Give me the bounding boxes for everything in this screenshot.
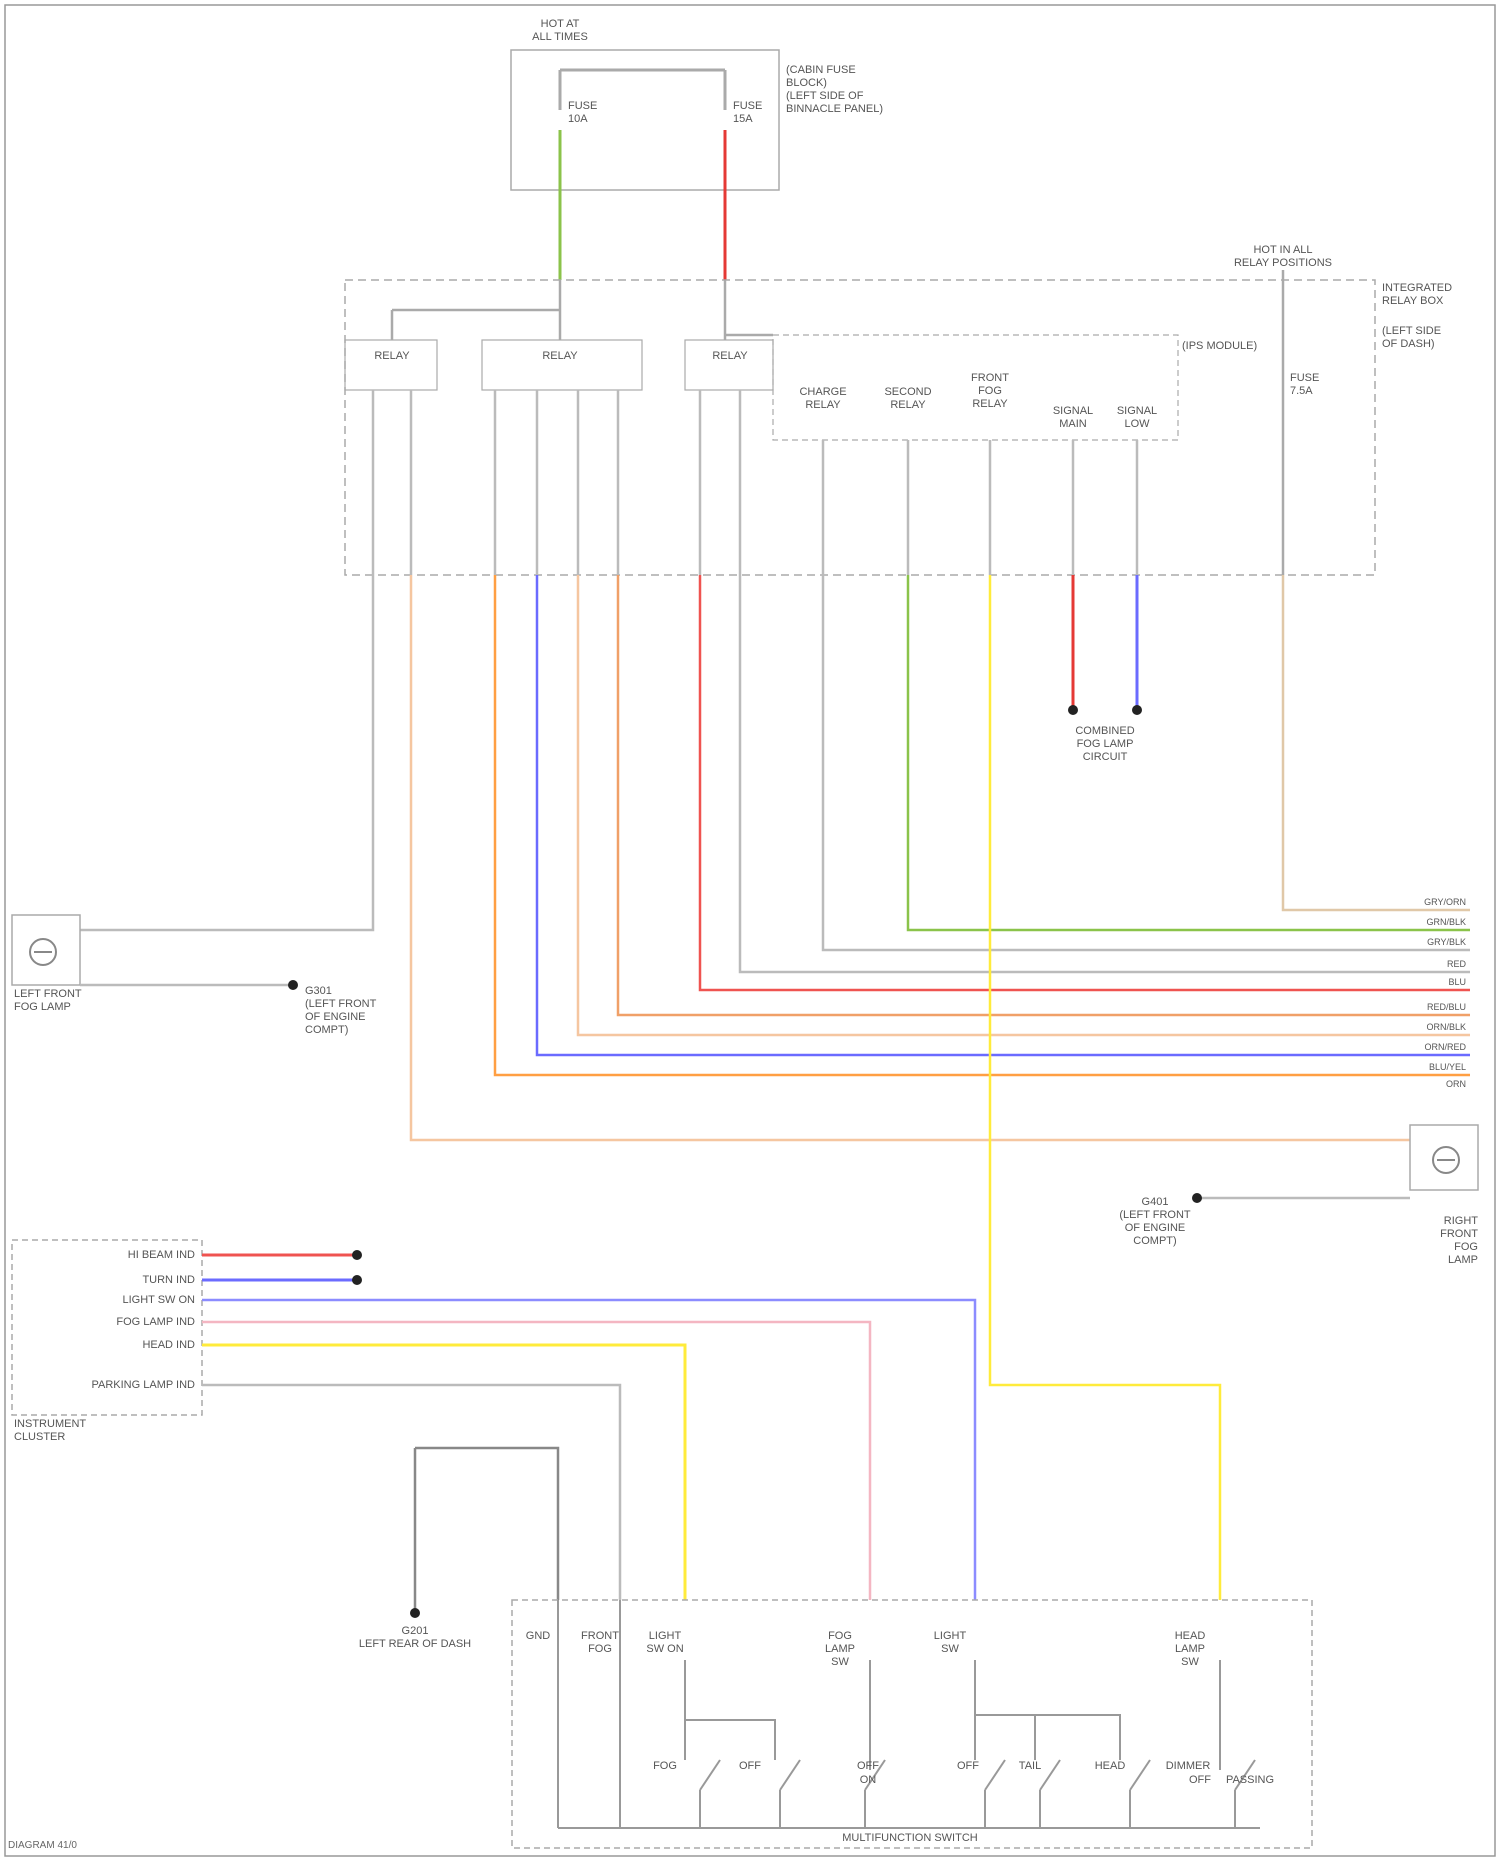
module-desc: (LEFT SIDE OF DASH) xyxy=(1382,325,1441,351)
cluster-input-1: TURN IND xyxy=(142,1274,195,1287)
right-fog-lamp-box xyxy=(1410,1125,1478,1190)
switch-pos-4: OFF xyxy=(957,1760,979,1773)
right-wire-color-2: GRY/BLK xyxy=(1427,936,1466,949)
right-fog-lamp-label: RIGHT FRONT FOG LAMP xyxy=(1440,1215,1478,1267)
module-title: INTEGRATED RELAY BOX xyxy=(1382,282,1452,308)
switch-pos-1: OFF xyxy=(739,1760,761,1773)
switch-term-2: LIGHT SW ON xyxy=(646,1630,683,1656)
relay-2-label: RELAY xyxy=(542,350,577,363)
cluster-input-4: HEAD IND xyxy=(142,1339,195,1352)
right-wire-color-7: ORN/RED xyxy=(1424,1041,1466,1054)
relay-box xyxy=(345,280,1375,575)
cluster-input-3: FOG LAMP IND xyxy=(116,1316,195,1329)
fuse-block-title: HOT AT ALL TIMES xyxy=(532,18,588,44)
sub-output-3: SIGNAL MAIN xyxy=(1053,405,1093,431)
right-ground-label: G401 (LEFT FRONT OF ENGINE COMPT) xyxy=(1119,1196,1190,1248)
switch-pos-7: OFF xyxy=(1189,1774,1211,1787)
cluster-label: INSTRUMENT CLUSTER xyxy=(14,1418,86,1444)
fuse-b-label: FUSE 15A xyxy=(733,100,762,126)
left-fog-lamp-label: LEFT FRONT FOG LAMP xyxy=(14,988,82,1014)
right-wire-color-4: BLU xyxy=(1448,976,1466,989)
right-wire-color-1: GRN/BLK xyxy=(1426,916,1466,929)
connection-label: COMBINED FOG LAMP CIRCUIT xyxy=(1075,725,1134,764)
switch-term-4: LIGHT SW xyxy=(934,1630,966,1656)
right-wire-color-6: ORN/BLK xyxy=(1426,1021,1466,1034)
switch-pos-0: FOG xyxy=(653,1760,677,1773)
diagram-footer: DIAGRAM 41/0 xyxy=(8,1840,77,1851)
right-wire-color-8: BLU/YEL xyxy=(1429,1061,1466,1074)
fuse-right-label: FUSE 7.5A xyxy=(1290,372,1319,398)
switch-title: MULTIFUNCTION SWITCH xyxy=(842,1832,977,1845)
switch-term-5: HEAD LAMP SW xyxy=(1175,1630,1206,1669)
relay-1-label: RELAY xyxy=(374,350,409,363)
relay-3-label: RELAY xyxy=(712,350,747,363)
switch-pos-9: PASSING xyxy=(1226,1774,1274,1787)
sub-output-1: SECOND RELAY xyxy=(884,386,931,412)
switch-pos-2: OFF xyxy=(857,1760,879,1773)
cluster-input-0: HI BEAM IND xyxy=(128,1249,195,1262)
cluster-input-2: LIGHT SW ON xyxy=(122,1294,195,1307)
fuse-block-desc: (CABIN FUSE BLOCK) (LEFT SIDE OF BINNACL… xyxy=(786,64,883,116)
module-hot-label: HOT IN ALL RELAY POSITIONS xyxy=(1234,244,1332,270)
switch-pos-3: ON xyxy=(860,1774,877,1787)
switch-pos-5: TAIL xyxy=(1019,1760,1041,1773)
sub-output-2: FRONT FOG RELAY xyxy=(971,372,1009,411)
sub-output-4: SIGNAL LOW xyxy=(1117,405,1157,431)
fuse-a-label: FUSE 10A xyxy=(568,100,597,126)
right-wire-color-3: RED xyxy=(1447,958,1466,971)
sub-module-label: (IPS MODULE) xyxy=(1182,340,1257,353)
switch-term-0: GND xyxy=(526,1630,550,1643)
sub-output-0: CHARGE RELAY xyxy=(799,386,846,412)
left-ground-label: G301 (LEFT FRONT OF ENGINE COMPT) xyxy=(305,985,376,1037)
switch-pos-8: DIMMER xyxy=(1166,1760,1211,1773)
switch-term-1: FRONT FOG xyxy=(581,1630,619,1656)
switch-term-3: FOG LAMP SW xyxy=(825,1630,855,1669)
right-wire-color-0: GRY/ORN xyxy=(1424,896,1466,909)
right-wire-color-9: ORN xyxy=(1446,1078,1466,1091)
cluster-input-5: PARKING LAMP IND xyxy=(91,1379,195,1392)
left-ground2-label: G201 LEFT REAR OF DASH xyxy=(359,1625,471,1651)
switch-pos-6: HEAD xyxy=(1095,1760,1126,1773)
right-wire-color-5: RED/BLU xyxy=(1427,1001,1466,1014)
left-fog-lamp-box xyxy=(12,915,80,985)
